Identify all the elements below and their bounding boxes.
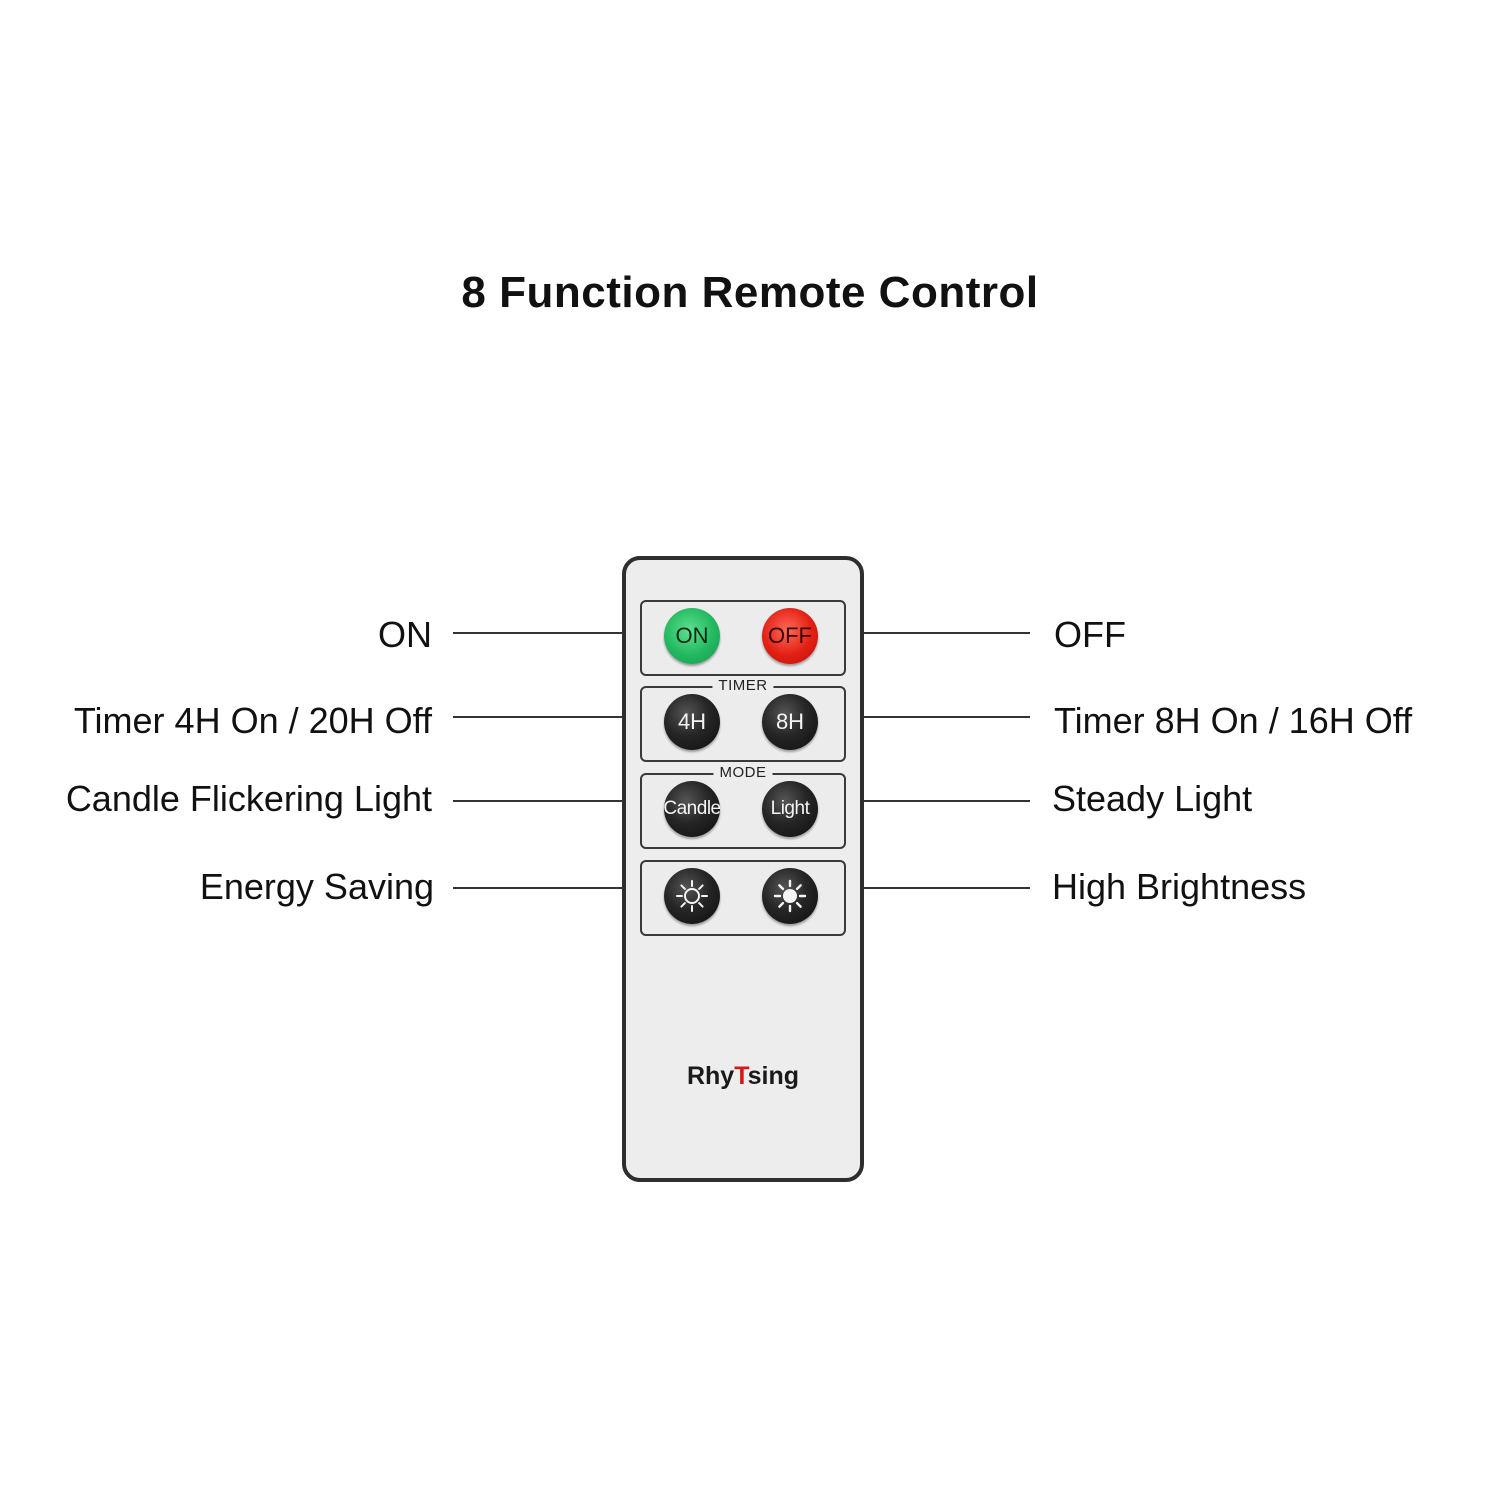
off-button[interactable]: OFF (762, 608, 818, 664)
label-energy-saving: Energy Saving (199, 866, 434, 907)
timer-4h-button[interactable]: 4H (664, 694, 720, 750)
leader-line-timer-8h (860, 716, 1030, 718)
high-brightness-button[interactable] (762, 868, 818, 924)
label-off: OFF (1054, 614, 1126, 655)
leader-line-candle (453, 800, 623, 802)
on-button[interactable]: ON (664, 608, 720, 664)
label-timer-4h: Timer 4H On / 20H Off (73, 700, 432, 741)
leader-line-on (453, 632, 623, 634)
light-mode-button[interactable]: Light (762, 781, 818, 837)
brightness-group (640, 860, 846, 936)
brand-logo: RhyTsing (626, 1062, 860, 1091)
logo-mark: T (734, 1062, 748, 1090)
timer-8h-button[interactable]: 8H (762, 694, 818, 750)
energy-saving-button[interactable] (664, 868, 720, 924)
page-title: 8 Function Remote Control (461, 268, 1039, 317)
label-high-brightness: High Brightness (1052, 866, 1307, 907)
timer-group: TIMER 4H 8H (640, 677, 846, 762)
power-group: ON OFF (640, 600, 846, 676)
sun-bright-icon (773, 879, 807, 913)
logo-suffix: sing (747, 1062, 800, 1090)
leader-line-off (860, 632, 1030, 634)
mode-group-label: MODE (713, 764, 773, 781)
label-timer-8h: Timer 8H On / 16H Off (1054, 700, 1413, 741)
logo-prefix: Rhy (686, 1062, 735, 1090)
candle-mode-button[interactable]: Candle (663, 781, 721, 837)
mode-group: MODE Candle Light (640, 764, 846, 849)
leader-line-steady (860, 800, 1030, 802)
timer-group-label: TIMER (712, 677, 774, 694)
label-steady-light: Steady Light (1052, 778, 1253, 819)
leader-line-timer-4h (453, 716, 623, 718)
leader-line-energy (453, 887, 623, 889)
leader-line-high (860, 887, 1030, 889)
remote-control: ON OFF TIMER 4H 8H MODE Candle Light (622, 556, 864, 1182)
sun-dim-icon (676, 880, 708, 912)
label-candle-flickering: Candle Flickering Light (65, 778, 432, 819)
label-on: ON (378, 614, 432, 655)
